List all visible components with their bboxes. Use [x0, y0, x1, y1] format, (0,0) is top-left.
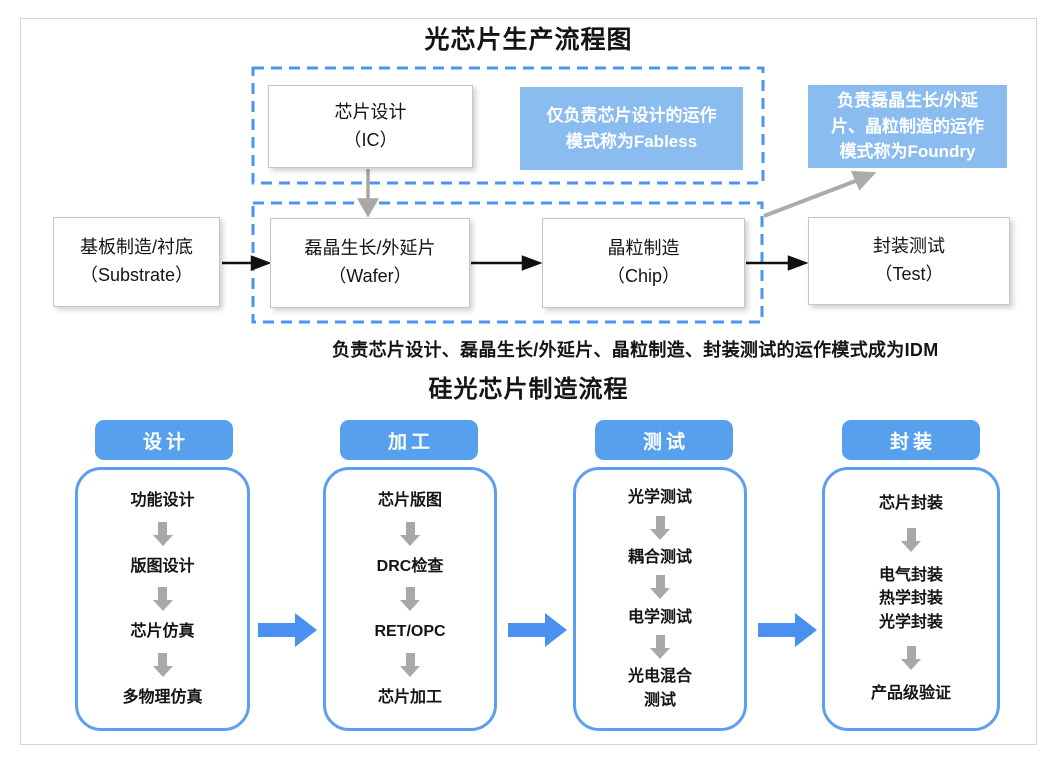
stage-step: 版图设计 — [130, 557, 195, 575]
stage-step: 芯片版图 — [377, 492, 442, 510]
stage-header-package: 封装 — [842, 420, 980, 460]
stage-step: 芯片仿真 — [130, 623, 195, 641]
arrow-down-icon — [650, 575, 670, 600]
flow-node-substrate: 基板制造/衬底 （Substrate） — [53, 217, 220, 307]
flow-node-chip: 晶粒制造 （Chip） — [542, 218, 745, 308]
flow-node-test: 封装测试 （Test） — [808, 217, 1010, 305]
stage-step: RET/OPC — [374, 623, 446, 641]
bottom-diagram-title: 硅光芯片制造流程 — [428, 376, 629, 403]
stage-step: 芯片封装 — [878, 495, 943, 513]
stage-step: 耦合测试 — [627, 548, 692, 566]
arrow-down-icon — [152, 587, 173, 611]
stage-step: 功能设计 — [130, 492, 195, 510]
stage-step: 电气封装 热学封装 光学封装 — [878, 567, 943, 631]
arrow-down-icon — [650, 635, 670, 660]
content-frame — [20, 18, 1037, 745]
arrow-down-icon — [152, 521, 173, 546]
stage-step: 芯片加工 — [377, 688, 442, 706]
node-chip-design: 芯片设计 （IC） — [268, 85, 473, 168]
stage-header-design: 设计 — [95, 420, 233, 460]
flow-node-wafer: 磊晶生长/外延片 （Wafer） — [270, 218, 470, 308]
stage-step: 电学测试 — [627, 608, 692, 626]
idm-caption: 负责芯片设计、磊晶生长/外延片、晶粒制造、封装测试的运作模式成为IDM — [332, 340, 939, 360]
arrow-down-icon — [901, 646, 921, 671]
arrow-down-icon — [901, 527, 921, 552]
stage-card-process: 芯片版图 DRC检查 RET/OPC 芯片加工 — [323, 467, 497, 731]
arrow-down-icon — [152, 652, 173, 677]
stage-card-test: 光学测试 耦合测试 电学测试 光电混合 测试 — [573, 467, 747, 731]
arrow-right-blue-icon — [508, 613, 567, 647]
arrow-down-icon — [650, 515, 670, 540]
stage-step: DRC检查 — [376, 557, 444, 575]
stage-header-process: 加工 — [340, 420, 478, 460]
arrow-right-blue-icon — [258, 613, 317, 647]
arrow-down-icon — [400, 521, 420, 546]
stage-card-design: 功能设计 版图设计 芯片仿真 多物理仿真 — [75, 467, 250, 731]
arrow-down-icon — [400, 652, 420, 677]
foundry-callout: 负责磊晶生长/外延 片、晶粒制造的运作 模式称为Foundry — [808, 85, 1007, 168]
stage-header-test: 测试 — [595, 420, 733, 460]
stage-step: 光电混合 测试 — [627, 668, 692, 709]
arrow-right-blue-icon — [758, 613, 817, 647]
top-diagram-title: 光芯片生产流程图 — [424, 26, 633, 54]
stage-step: 多物理仿真 — [122, 688, 203, 706]
arrow-down-icon — [400, 587, 420, 611]
stage-step: 产品级验证 — [870, 685, 951, 703]
stage-card-package: 芯片封装 电气封装 热学封装 光学封装 产品级验证 — [822, 467, 1000, 731]
stage-step: 光学测试 — [627, 489, 692, 507]
fabless-callout: 仅负责芯片设计的运作 模式称为Fabless — [520, 87, 743, 170]
